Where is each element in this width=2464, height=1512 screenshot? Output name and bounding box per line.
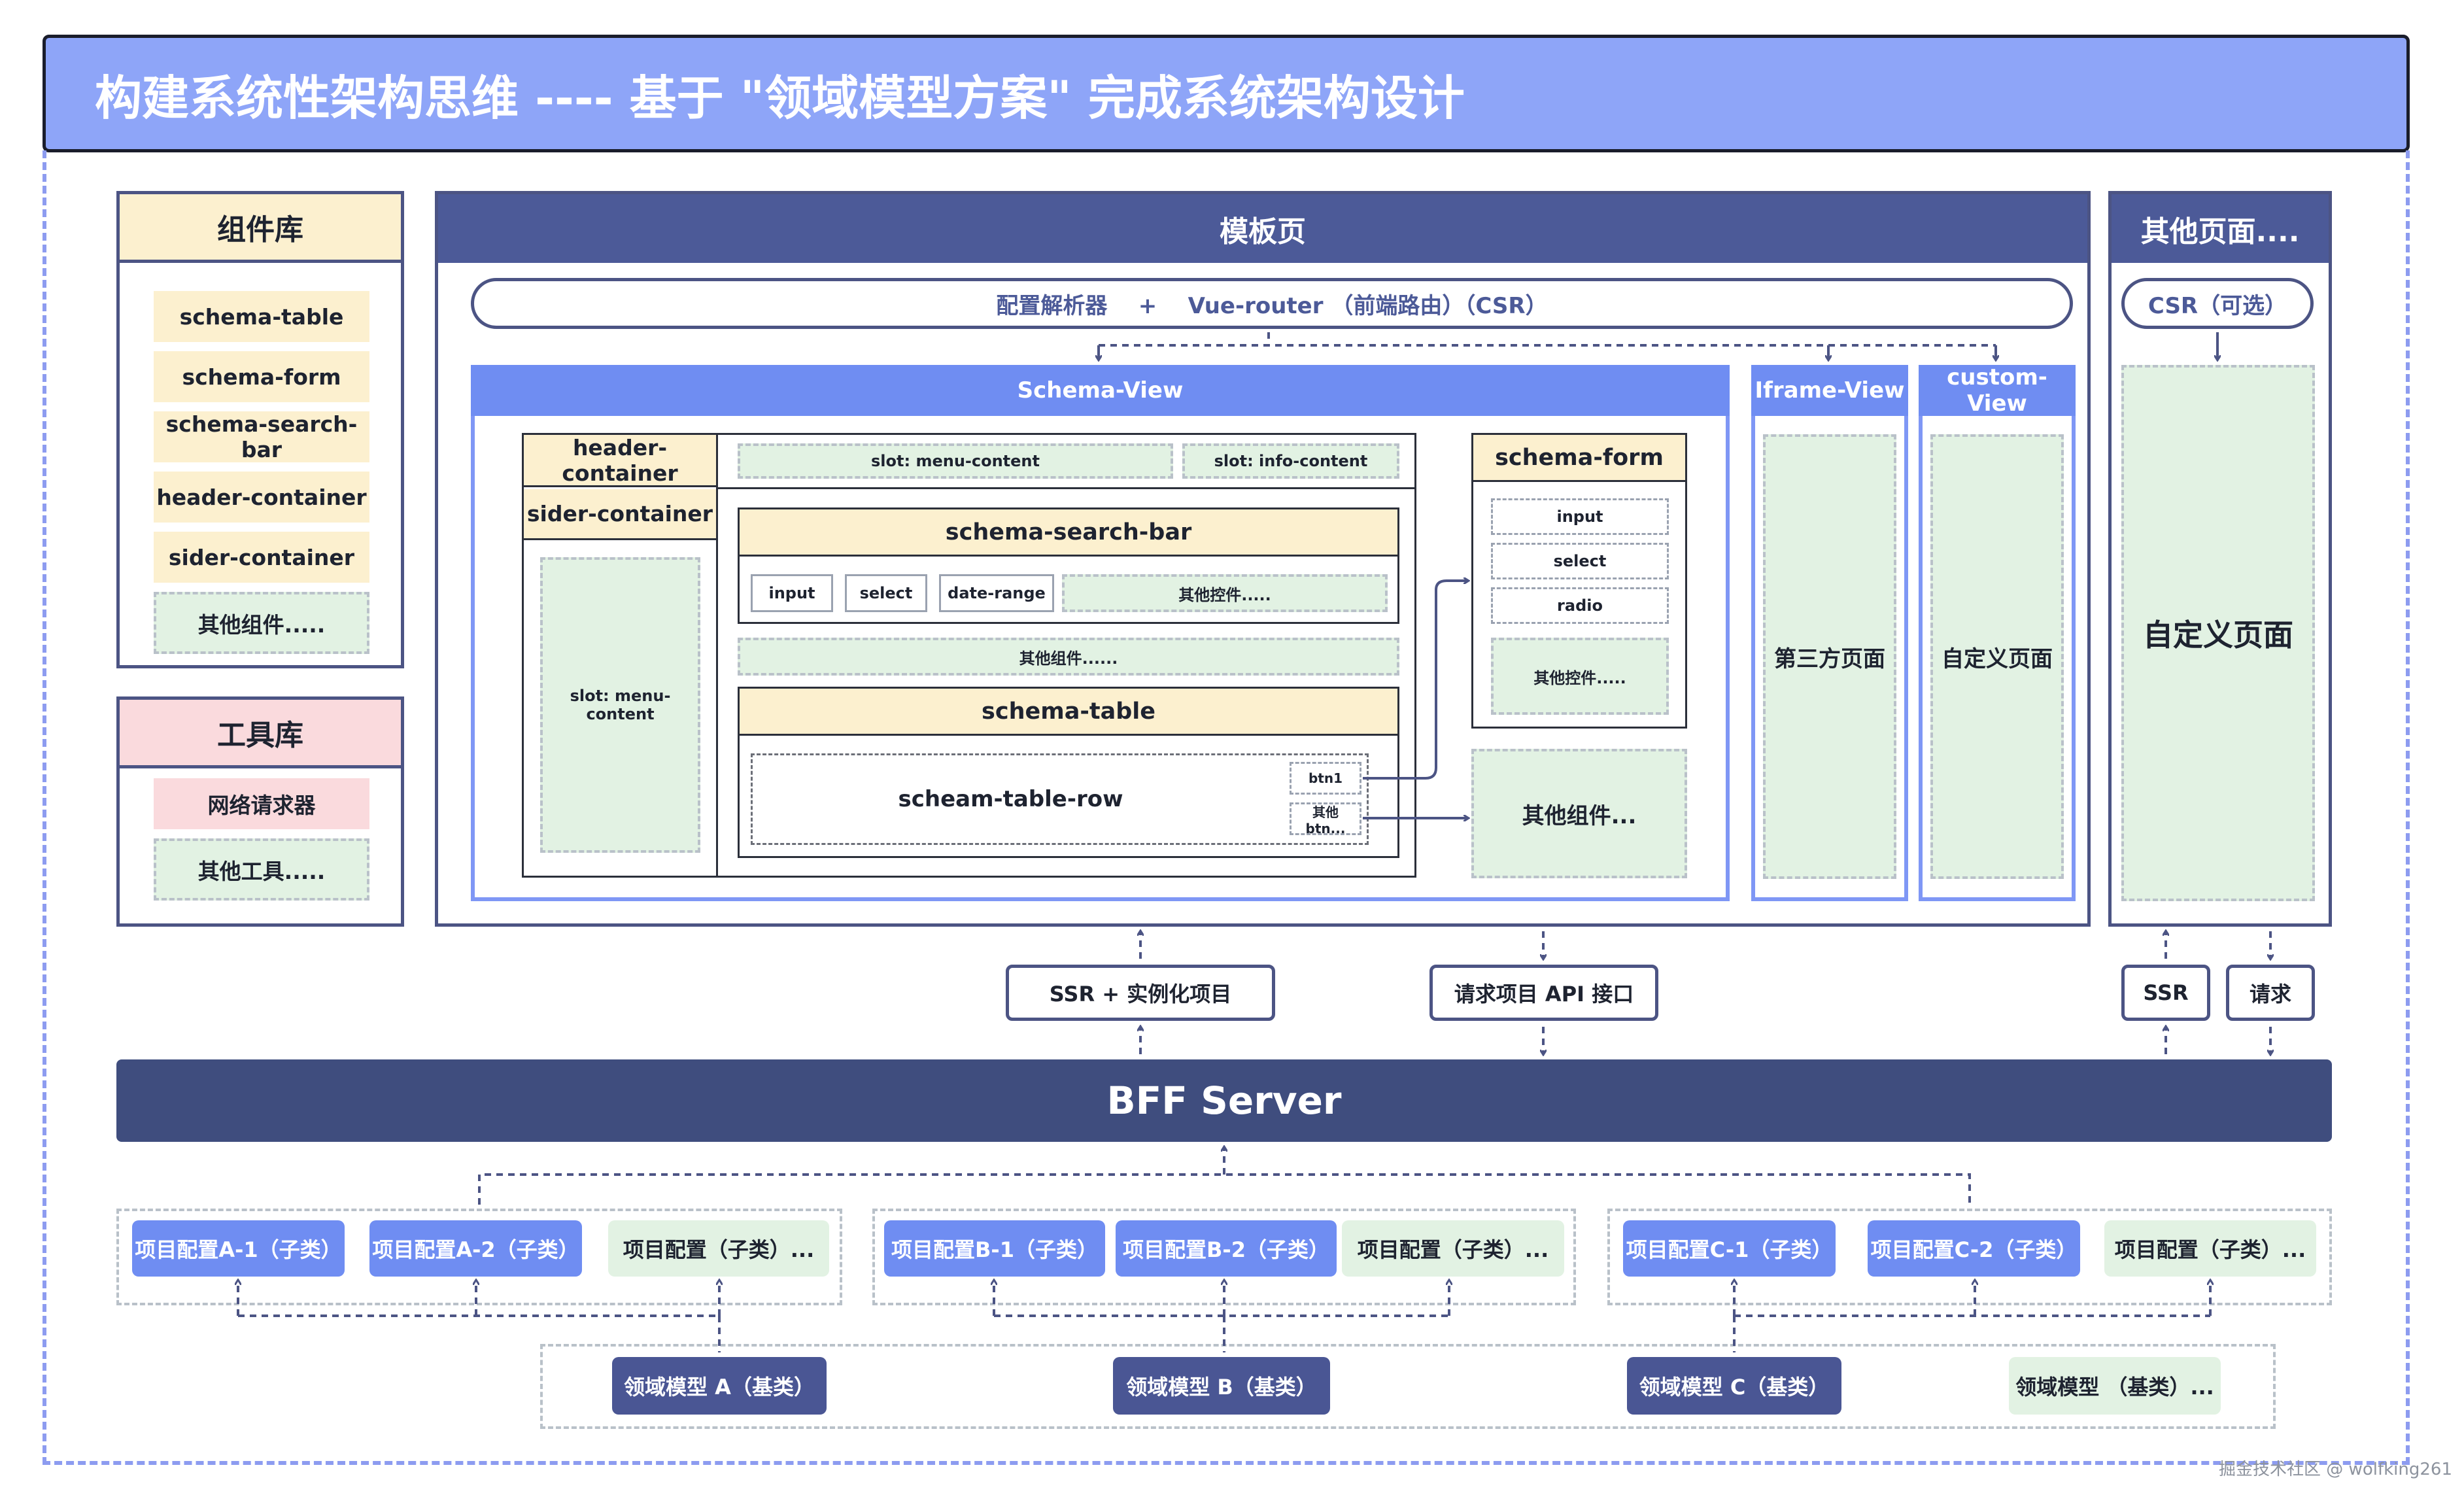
router-to-views-arrow (1099, 332, 1996, 347)
domain-model-a: 领域模型 A（基类） (612, 1357, 827, 1415)
slot-menu-content-top: slot: menu-content (738, 443, 1173, 479)
model-a-to-configs (238, 1314, 721, 1352)
config-group-c (1607, 1209, 2332, 1305)
slot-info-content: slot: info-content (1182, 443, 1399, 479)
tool-item-other: 其他工具..... (154, 838, 369, 901)
component-item-schema-form: schema-form (154, 351, 369, 402)
btn1-to-form-arrow (1363, 581, 1468, 780)
title-bar: 构建系统性架构思维 ---- 基于 "领域模型方案" 完成系统架构设计 (43, 35, 2410, 152)
component-item-schema-table: schema-table (154, 291, 369, 342)
schema-search-bar-title: schema-search-bar (740, 509, 1397, 557)
ssr-instantiate-box: SSR + 实例化项目 (1006, 965, 1275, 1021)
search-other-controls: 其他控件..... (1062, 574, 1388, 612)
form-input-select: select (1491, 543, 1669, 579)
config-group-a (116, 1209, 842, 1305)
third-party-page: 第三方页面 (1763, 434, 1896, 879)
form-input-input: input (1491, 498, 1669, 535)
component-item-other: 其他组件..... (154, 592, 369, 654)
other-pages-title: 其他页面.... (2112, 194, 2329, 263)
header-container-label: header-container (524, 435, 716, 487)
tool-library-panel: 工具库 网络请求器 其他工具..... (116, 696, 404, 927)
custom-page: 自定义页面 (1930, 434, 2064, 879)
request-box: 请求 (2226, 965, 2315, 1021)
router-pill: 配置解析器 + Vue-router （前端路由）（CSR） (471, 278, 2073, 329)
domain-model-c: 领域模型 C（基类） (1627, 1357, 1841, 1415)
iframe-view-title: Iframe-View (1751, 365, 1908, 416)
custom-view-title: custom-View (1919, 364, 2076, 417)
tool-item-network-requester: 网络请求器 (154, 778, 369, 829)
iframe-view-panel: Iframe-View 第三方页面 (1751, 365, 1908, 901)
component-item-sider-container: sider-container (154, 532, 369, 583)
search-input-select: select (845, 574, 927, 612)
sider-container-label: sider-container (524, 489, 716, 540)
outer-dashed-frame (43, 150, 2410, 1465)
custom-view-panel: custom-View 自定义页面 (1919, 364, 2076, 901)
table-btn-other: 其他 btn... (1290, 802, 1361, 836)
layout-frame (522, 433, 1416, 878)
config-c1: 项目配置C-1（子类） (1623, 1220, 1836, 1277)
component-item-schema-search-bar: schema-search-bar (154, 411, 369, 462)
form-input-radio: radio (1491, 587, 1669, 624)
slot-menu-content: slot: menu-content (540, 557, 700, 853)
component-library-panel: 组件库 schema-table schema-form schema-sear… (116, 191, 404, 668)
model-c-to-configs (1733, 1314, 2210, 1352)
domain-model-group (540, 1344, 2276, 1429)
other-components-right: 其他组件... (1471, 749, 1687, 878)
config-a1: 项目配置A-1（子类） (132, 1220, 345, 1277)
component-library-title: 组件库 (120, 194, 401, 263)
domain-model-b: 领域模型 B（基类） (1113, 1357, 1330, 1415)
config-a2: 项目配置A-2（子类） (369, 1220, 582, 1277)
csr-pill: CSR（可选） (2121, 278, 2314, 329)
configs-to-bff-connector (478, 1173, 1971, 1205)
ssr-box: SSR (2121, 965, 2210, 1021)
schema-view-title: Schema-View (471, 365, 1730, 416)
config-b1: 项目配置B-1（子类） (884, 1220, 1105, 1277)
template-page-title: 模板页 (438, 194, 2087, 263)
config-b2: 项目配置B-2（子类） (1116, 1220, 1337, 1277)
config-a-other: 项目配置（子类）... (608, 1220, 829, 1277)
bff-server-bar: BFF Server (116, 1059, 2332, 1142)
page-title: 构建系统性架构思维 ---- 基于 "领域模型方案" 完成系统架构设计 (95, 70, 1465, 126)
table-btn1: btn1 (1290, 762, 1361, 795)
layout-left-column (522, 433, 718, 878)
config-c2: 项目配置C-2（子类） (1868, 1220, 2080, 1277)
search-input-input: input (751, 574, 833, 612)
search-input-date-range: date-range (939, 574, 1054, 612)
tool-library-title: 工具库 (120, 700, 401, 768)
model-b-to-configs (994, 1314, 1449, 1352)
config-c-other: 项目配置（子类）... (2104, 1220, 2316, 1277)
request-api-box: 请求项目 API 接口 (1429, 965, 1658, 1021)
schema-form-title: schema-form (1473, 435, 1685, 482)
header-divider (718, 487, 1416, 489)
other-custom-page: 自定义页面 (2121, 365, 2315, 901)
component-item-header-container: header-container (154, 472, 369, 523)
watermark: 掘金技术社区 @ wolfking261 (2219, 1460, 2452, 1479)
other-components-middle: 其他组件...... (738, 638, 1399, 676)
schema-table-row: scheam-table-row (751, 753, 1369, 845)
domain-model-other: 领域模型 （基类）... (2009, 1357, 2221, 1415)
schema-table-title: schema-table (740, 689, 1397, 736)
form-other-controls: 其他控件..... (1491, 638, 1669, 715)
config-b-other: 项目配置（子类）... (1342, 1220, 1564, 1277)
